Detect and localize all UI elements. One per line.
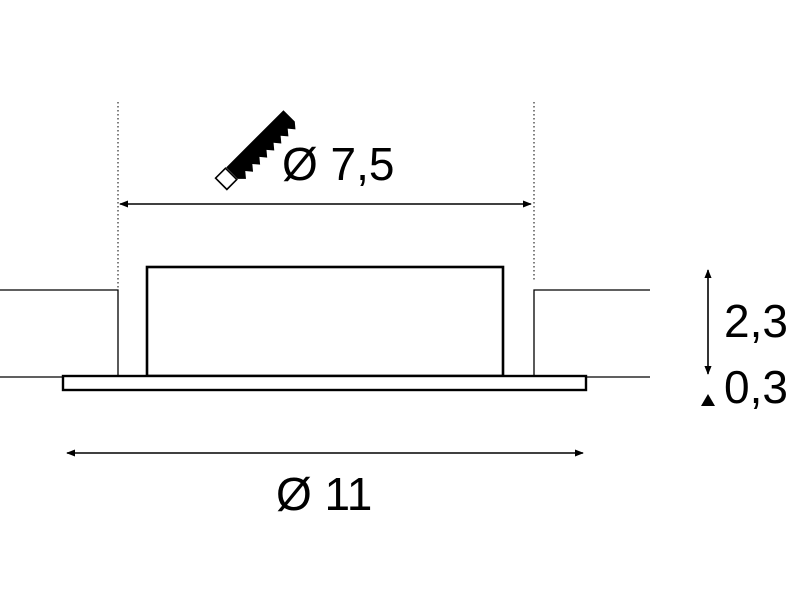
cutout-diameter-label: Ø 7,5	[282, 138, 395, 190]
luminaire-flange	[61, 374, 588, 392]
flange-thickness-marker	[701, 394, 715, 406]
ceiling-panel-right	[533, 289, 650, 378]
ceiling-panel-left	[0, 289, 119, 378]
luminaire-body	[145, 265, 505, 378]
saw-icon	[214, 110, 296, 191]
flange-thickness-label: 0,3	[724, 361, 788, 413]
outer-diameter-label: Ø 11	[276, 468, 372, 520]
body-height-label: 2,3	[724, 295, 788, 347]
